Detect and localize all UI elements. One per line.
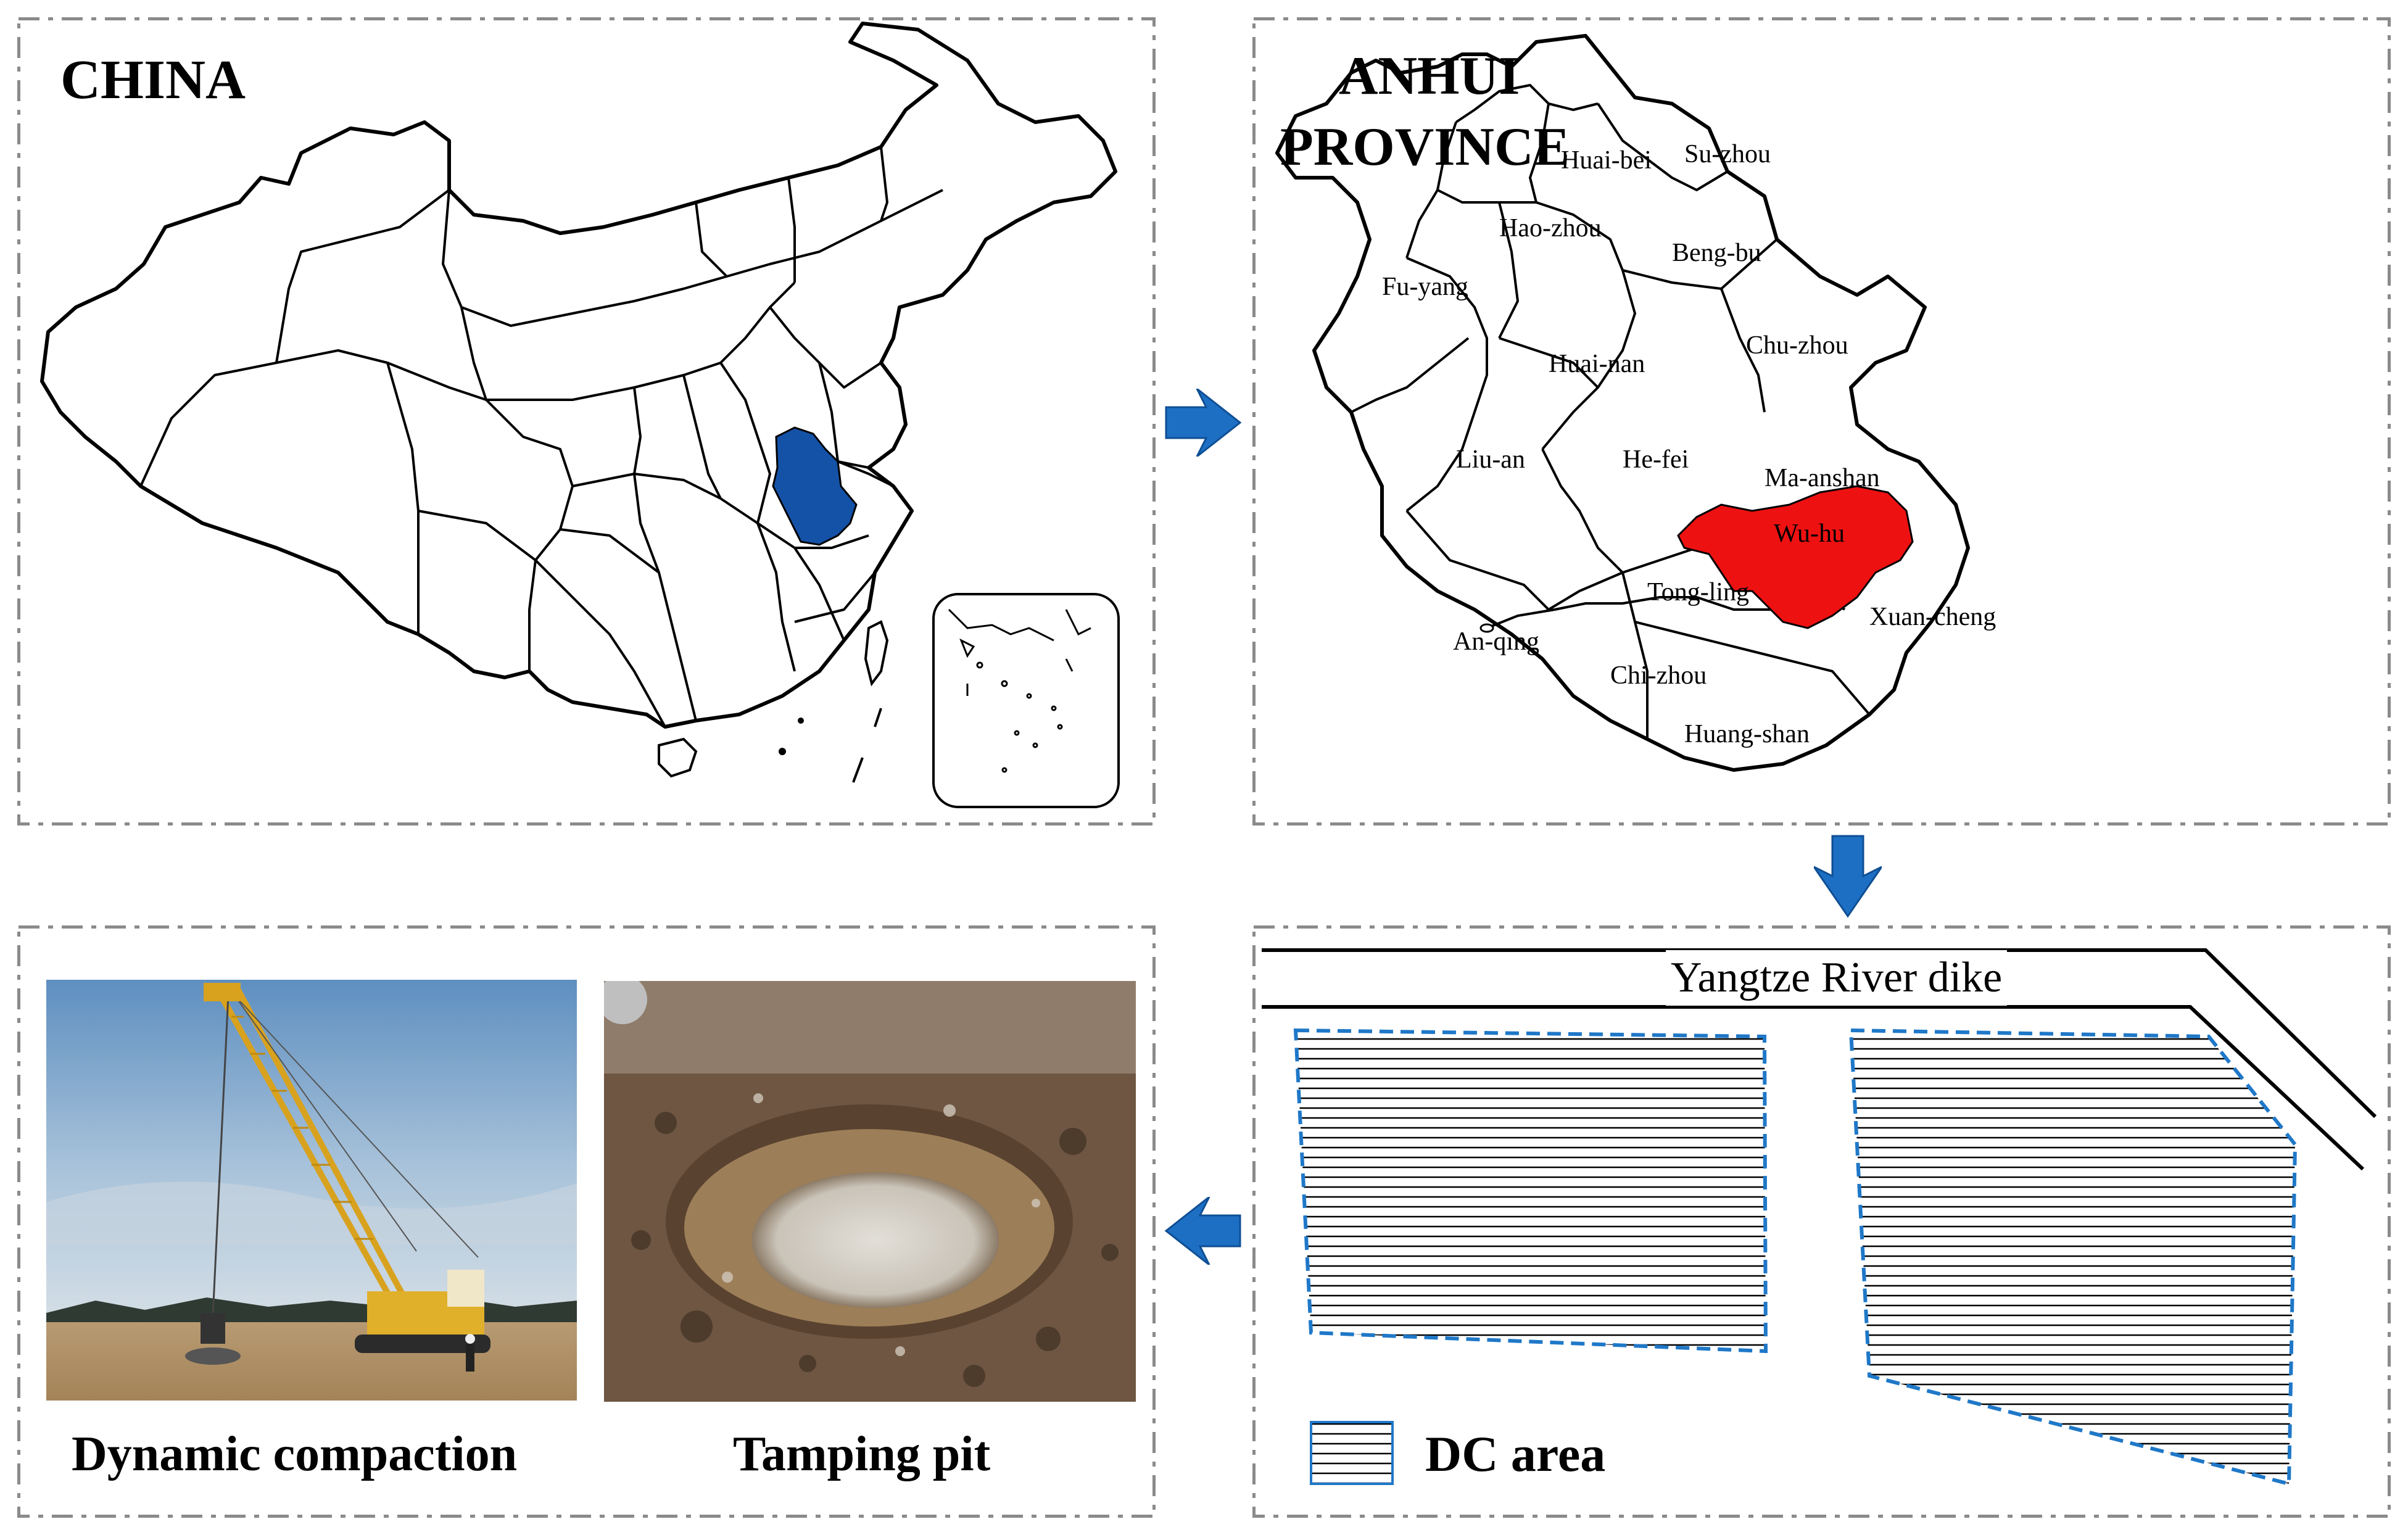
china-map-graphic	[17, 17, 1156, 826]
dynamic-compaction-photo	[46, 980, 577, 1401]
photos-panel-frame	[17, 925, 1156, 1518]
site-plan-panel: Yangtze River dike DC area	[1252, 925, 2391, 1518]
dike-outer-line	[1262, 948, 2377, 1119]
city-label-wuhu: Wu-hu	[1774, 519, 1845, 548]
city-label-tongling: Tong-ling	[1647, 578, 1749, 606]
city-label-liuan: Liu-an	[1456, 445, 1525, 474]
dynamic-compaction-caption: Dynamic compaction	[72, 1427, 518, 1481]
china-outline	[40, 22, 1117, 729]
city-label-chizhou: Chi-zhou	[1610, 661, 1707, 690]
city-label-maanshan: Ma-anshan	[1765, 464, 1880, 492]
lake-shape	[1479, 623, 1494, 633]
legend-swatch	[1310, 1421, 1394, 1485]
city-label-huangshan: Huang-shan	[1684, 720, 1810, 748]
dike-label: Yangtze River dike	[1666, 950, 2008, 1006]
anhui-province-highlight	[772, 426, 858, 546]
taiwan-island	[864, 620, 889, 687]
dc-area-right	[1848, 1028, 2298, 1486]
city-label-chuzhou: Chu-zhou	[1746, 331, 1848, 360]
panel-border	[1252, 925, 2391, 1518]
tamping-pit-caption: Tamping pit	[733, 1427, 991, 1481]
anhui-map-panel: Huai-bei Su-zhou Hao-zhou Beng-bu Fu-yan…	[1252, 17, 2391, 826]
tamping-pit-photo	[604, 981, 1136, 1402]
arrow-down-icon	[1814, 835, 1882, 918]
panel-border	[17, 925, 1156, 1518]
dike-inner-line	[1262, 1005, 2365, 1171]
yangtze-river-line	[1486, 596, 1771, 629]
site-plan-graphic	[1252, 925, 2391, 1518]
arrow-right-icon	[1165, 389, 1242, 457]
panel-border	[1252, 17, 2391, 826]
islands	[779, 708, 882, 783]
inset-islands	[948, 608, 1091, 773]
legend-label: DC area	[1425, 1426, 1606, 1482]
city-label-suzhou: Su-zhou	[1684, 140, 1771, 168]
china-title: CHINA	[60, 49, 246, 110]
photos-panel: Dynamic compaction Tamping pit	[17, 925, 1156, 1518]
city-label-anqing: An-qing	[1453, 627, 1539, 656]
city-label-bengbu: Beng-bu	[1672, 239, 1761, 267]
panel-border	[17, 17, 1156, 826]
anhui-title-line2: PROVINCE	[1280, 117, 1570, 177]
city-label-hefei: He-fei	[1623, 445, 1689, 474]
wuhu-city-highlight	[1677, 485, 1914, 629]
anhui-map-graphic: Huai-bei Su-zhou Hao-zhou Beng-bu Fu-yan…	[1252, 17, 2391, 826]
city-boundaries	[1351, 84, 1871, 739]
city-label-huaibei: Huai-bei	[1561, 146, 1652, 175]
anhui-title-line1: ANHUI	[1339, 46, 1520, 106]
hainan-island	[658, 737, 698, 778]
city-label-xuancheng: Xuan-cheng	[1869, 603, 1996, 631]
south-china-sea-inset	[932, 593, 1120, 808]
province-boundaries	[139, 146, 943, 727]
china-map-panel: CHINA	[17, 17, 1156, 826]
city-label-haozhou: Hao-zhou	[1499, 214, 1602, 242]
dc-area-left	[1293, 1028, 1768, 1354]
city-label-huainan: Huai-nan	[1549, 350, 1645, 378]
city-label-fuyang: Fu-yang	[1382, 273, 1468, 301]
arrow-left-icon	[1164, 1197, 1241, 1265]
